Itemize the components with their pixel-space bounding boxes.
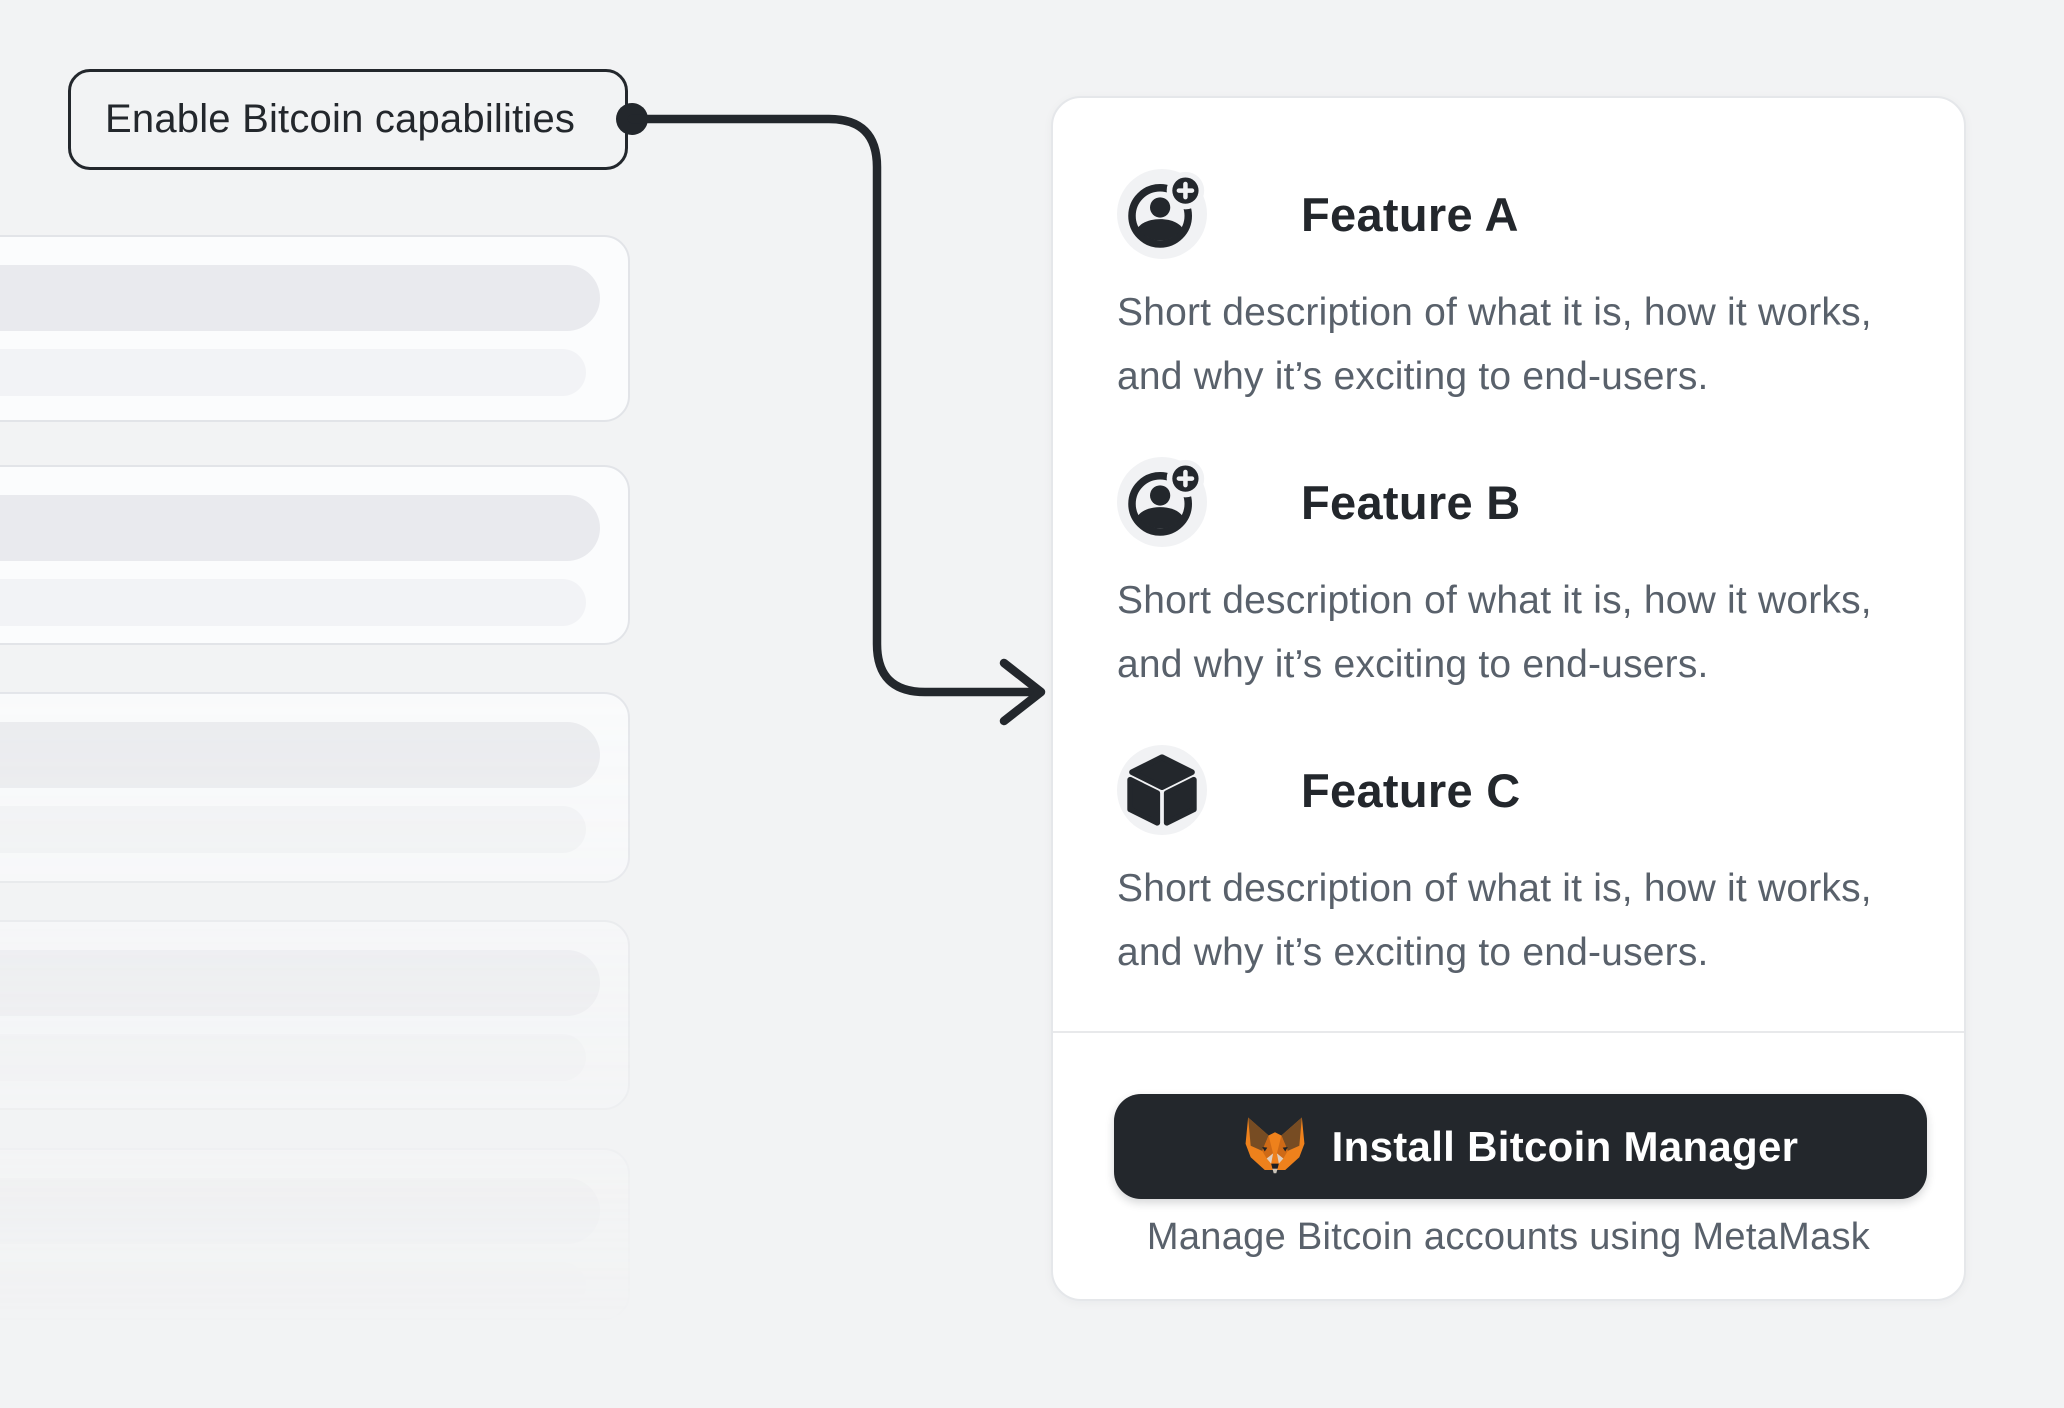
skeleton-column — [0, 0, 700, 1408]
metamask-fox-icon — [1243, 1115, 1307, 1179]
feature-title: Feature B — [1301, 475, 1521, 529]
skeleton-card — [0, 235, 630, 422]
skeleton-bar — [0, 495, 600, 561]
feature-card: Feature A Short description of what it i… — [1051, 96, 1966, 1301]
install-bitcoin-manager-button[interactable]: Install Bitcoin Manager — [1114, 1094, 1927, 1199]
skeleton-bar — [0, 1034, 586, 1081]
user-plus-icon — [1117, 457, 1207, 547]
install-button-label: Install Bitcoin Manager — [1331, 1122, 1799, 1170]
skeleton-bar — [0, 1178, 600, 1244]
callout-label: Enable Bitcoin capabilities — [105, 97, 576, 141]
arrowhead — [999, 658, 1046, 726]
feature-description: Short description of what it is, how it … — [1117, 579, 1872, 686]
feature-description: Short description of what it is, how it … — [1117, 867, 1872, 974]
skeleton-bar — [0, 806, 586, 853]
skeleton-bar — [0, 579, 586, 626]
skeleton-bar — [0, 1262, 586, 1309]
skeleton-bar — [0, 722, 600, 788]
skeleton-card — [0, 1148, 630, 1320]
skeleton-bar — [0, 349, 586, 396]
feature-title: Feature A — [1301, 187, 1519, 241]
skeleton-bar — [0, 950, 600, 1016]
skeleton-bar — [0, 265, 600, 331]
card-footer-divider — [1053, 1031, 1964, 1033]
skeleton-card — [0, 692, 630, 883]
skeleton-card — [0, 920, 630, 1110]
install-caption: Manage Bitcoin accounts using MetaMask — [1146, 1216, 1871, 1258]
user-plus-icon — [1117, 169, 1207, 259]
skeleton-card — [0, 465, 630, 645]
callout-enable-bitcoin: Enable Bitcoin capabilities — [68, 69, 628, 170]
feature-title: Feature C — [1301, 763, 1521, 817]
cube-icon — [1117, 745, 1207, 835]
feature-description: Short description of what it is, how it … — [1117, 291, 1872, 398]
